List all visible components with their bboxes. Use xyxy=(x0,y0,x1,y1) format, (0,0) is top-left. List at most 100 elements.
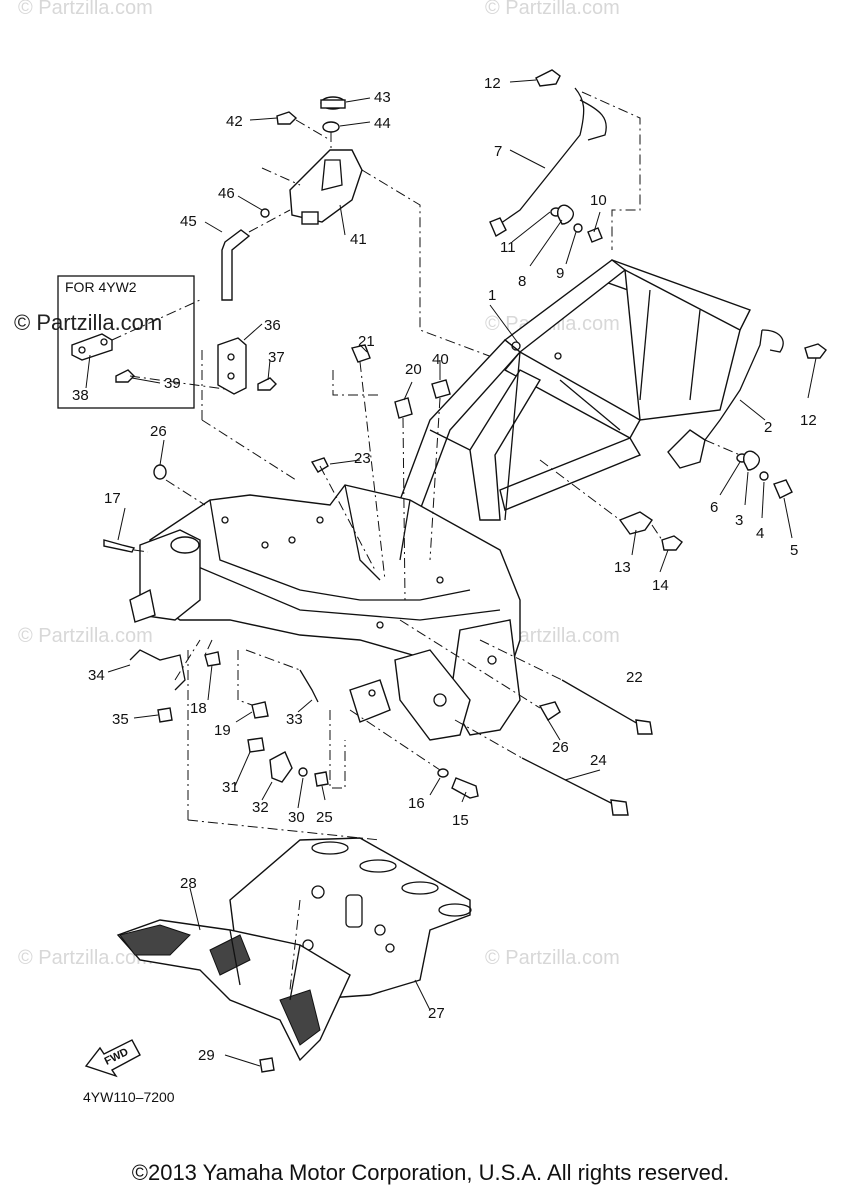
callout-16: 16 xyxy=(408,795,425,812)
callout-40: 40 xyxy=(432,351,449,368)
callout-30: 30 xyxy=(288,809,305,826)
nut-26-upper-shape xyxy=(153,464,167,480)
callout-26-lower: 26 xyxy=(552,739,569,756)
callout-33: 33 xyxy=(286,711,303,728)
damper-44-shape xyxy=(322,121,340,133)
callout-27: 27 xyxy=(428,1005,445,1022)
callout-12-top: 12 xyxy=(484,75,501,92)
callout-7: 7 xyxy=(494,143,502,160)
hose-45-shape xyxy=(221,229,251,301)
bolt-12-right-shape xyxy=(804,343,827,359)
bracket-13-shape xyxy=(618,511,653,535)
clip-46-shape xyxy=(260,208,270,218)
main-frame xyxy=(129,259,751,741)
callout-39: 39 xyxy=(164,375,181,392)
callout-4: 4 xyxy=(756,525,764,542)
nut-4-shape xyxy=(759,471,769,481)
bolt-14-shape xyxy=(661,535,683,551)
bolt-23-shape xyxy=(310,457,329,473)
callout-44: 44 xyxy=(374,115,391,132)
callout-32: 32 xyxy=(252,799,269,816)
watermark-bottom-right: © Partzilla.com xyxy=(485,947,620,969)
callout-37: 37 xyxy=(268,349,285,366)
callout-21: 21 xyxy=(358,333,375,350)
callouts: 1 2 3 4 5 6 7 8 9 10 11 12 12 13 14 15 1… xyxy=(72,75,817,1064)
callout-5: 5 xyxy=(790,542,798,559)
bracket-2-group xyxy=(667,329,827,499)
callout-28: 28 xyxy=(180,875,197,892)
long-bolts xyxy=(349,619,653,816)
callout-3: 3 xyxy=(735,512,743,529)
collar-20-shape xyxy=(394,397,413,419)
callout-46: 46 xyxy=(218,185,235,202)
under-cover-28 xyxy=(116,650,381,1073)
callout-2: 2 xyxy=(764,419,772,436)
watermark-main: © Partzilla.com xyxy=(14,310,162,335)
bolt-37-shape xyxy=(257,377,277,391)
watermark-lower-left: © Partzilla.com xyxy=(18,625,153,647)
watermark-bottom-left: © Partzilla.com xyxy=(18,947,153,969)
callout-29: 29 xyxy=(198,1047,215,1064)
callout-34: 34 xyxy=(88,667,105,684)
callout-18: 18 xyxy=(190,700,207,717)
watermark-top-left: © Partzilla.com xyxy=(18,0,153,19)
variant-box-title: FOR 4YW2 xyxy=(65,279,137,295)
bumper-40-shape xyxy=(431,379,451,399)
clamp-8-shape xyxy=(556,204,574,225)
reservoir-assembly xyxy=(221,96,501,361)
callout-36: 36 xyxy=(264,317,281,334)
bolt-42-shape xyxy=(276,111,298,125)
collar-19-shape xyxy=(251,701,269,719)
bracket-2-shape xyxy=(667,429,706,469)
bolt-15-shape xyxy=(451,777,479,799)
callout-41: 41 xyxy=(350,231,367,248)
bolt-39-shape xyxy=(115,369,135,383)
nut-26-lower-shape xyxy=(538,701,561,721)
callout-12-right: 12 xyxy=(800,412,817,429)
diagram-code: 4YW110–7200 xyxy=(83,1089,175,1105)
tank-41-shape xyxy=(289,149,363,223)
callout-35: 35 xyxy=(112,711,129,728)
callout-45: 45 xyxy=(180,213,197,230)
bolt-12-top-shape xyxy=(535,69,561,87)
callout-25: 25 xyxy=(316,809,333,826)
clamp-3-shape xyxy=(742,450,760,471)
collar-21-shape xyxy=(351,344,371,363)
rear-rail-group xyxy=(489,69,641,250)
callout-38: 38 xyxy=(72,387,89,404)
washer-30-shape xyxy=(298,767,308,777)
clip-33-shape xyxy=(299,669,319,703)
callout-15: 15 xyxy=(452,812,469,829)
nut-9-shape xyxy=(573,223,583,233)
bracket-36-group xyxy=(201,337,297,481)
callout-9: 9 xyxy=(556,265,564,282)
callout-17: 17 xyxy=(104,490,121,507)
callout-1: 1 xyxy=(488,287,496,304)
fastener-15-16 xyxy=(437,768,479,799)
bracket-36-shape xyxy=(217,337,247,395)
collar-18-shape xyxy=(204,651,221,667)
callout-20: 20 xyxy=(405,361,422,378)
callout-10: 10 xyxy=(590,192,607,209)
nut-25-shape xyxy=(314,771,329,787)
bracket-32-shape xyxy=(269,751,293,783)
bolt-35-shape xyxy=(157,707,173,723)
callout-14: 14 xyxy=(652,577,669,594)
callout-6: 6 xyxy=(710,499,718,516)
front-small-parts xyxy=(103,464,346,789)
washer-16-shape xyxy=(437,768,449,778)
clip-34-shape xyxy=(129,649,186,691)
callout-26-top: 26 xyxy=(150,423,167,440)
variant-box: FOR 4YW2 xyxy=(57,275,233,409)
bolt-24-shape xyxy=(610,799,629,816)
collar-31-shape xyxy=(247,737,265,753)
callout-13: 13 xyxy=(614,559,631,576)
callout-19: 19 xyxy=(214,722,231,739)
bolt-22-shape xyxy=(635,719,653,735)
callout-42: 42 xyxy=(226,113,243,130)
callout-43: 43 xyxy=(374,89,391,106)
callout-31: 31 xyxy=(222,779,239,796)
bracket-38-shape xyxy=(71,333,113,361)
